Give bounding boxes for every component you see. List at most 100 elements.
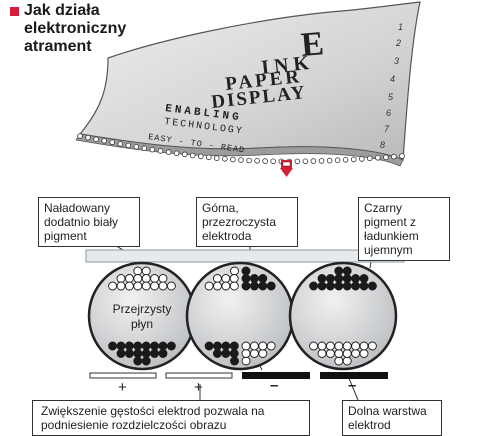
white-pigment-particle: [141, 266, 151, 276]
spiral-ring: [326, 157, 333, 164]
spiral-ring: [117, 141, 124, 147]
black-pigment-particle: [342, 274, 352, 283]
black-pigment-particle: [266, 281, 276, 291]
black-pigment-particle: [229, 349, 239, 358]
black-pigment-particle: [124, 341, 134, 351]
black-pigment-particle: [334, 281, 344, 291]
sheet-letter-e: E: [299, 25, 325, 64]
bottom-electrodes: [89, 372, 388, 379]
white-pigment-particle: [116, 281, 126, 291]
white-pigment-particle: [258, 349, 268, 358]
bottom-electrode-2: [165, 372, 233, 379]
white-pigment-particle: [325, 349, 335, 358]
fluid-label-line2: płyn: [131, 317, 153, 331]
spiral-ring: [399, 153, 405, 159]
spiral-ring: [181, 151, 188, 158]
white-pigment-particle: [213, 281, 222, 291]
electrode-sign-4: –: [348, 377, 356, 394]
black-pigment-particle: [342, 281, 352, 291]
black-pigment-particle: [204, 341, 214, 351]
white-pigment-particle: [150, 274, 160, 283]
spiral-ring: [246, 157, 252, 164]
label-bottom-electrode: Dolna warstwa elektrod: [342, 400, 442, 436]
black-pigment-particle: [241, 274, 251, 283]
black-pigment-particle: [141, 356, 151, 366]
black-pigment-particle: [133, 356, 143, 366]
sheet-number: 3: [394, 56, 399, 66]
spiral-ring: [109, 139, 115, 146]
sheet-number: 4: [390, 74, 395, 84]
spiral-ring: [238, 157, 244, 163]
black-pigment-particle: [351, 281, 361, 291]
white-pigment-particle: [141, 274, 151, 283]
white-pigment-particle: [229, 281, 239, 291]
spiral-ring: [149, 146, 156, 153]
label-white-pigment: Naładowany dodatnio biały pigment: [38, 197, 140, 247]
black-pigment-particle: [133, 349, 143, 358]
spiral-ring: [310, 158, 317, 164]
black-pigment-particle: [133, 341, 143, 351]
black-pigment-particle: [325, 281, 335, 291]
bottom-electrode-1: [89, 372, 157, 379]
spiral-ring: [157, 148, 164, 154]
white-pigment-particle: [249, 341, 259, 351]
white-pigment-particle: [334, 349, 344, 358]
white-pigment-particle: [249, 349, 259, 358]
title-accent-square: [10, 7, 19, 16]
white-pigment-particle: [221, 274, 231, 283]
black-pigment-particle: [342, 266, 352, 276]
spiral-ring: [358, 156, 365, 162]
spiral-ring: [93, 136, 99, 143]
white-pigment-particle: [309, 341, 319, 351]
white-pigment-particle: [266, 341, 276, 351]
white-pigment-particle: [241, 356, 251, 366]
black-pigment-particle: [258, 281, 268, 291]
white-pigment-particle: [133, 266, 143, 276]
spiral-ring: [383, 154, 389, 161]
capsule-mixed: [185, 261, 295, 371]
black-pigment-particle: [213, 341, 222, 351]
white-pigment-particle: [158, 281, 168, 291]
white-pigment-particle: [230, 266, 239, 276]
label-black-pigment: Czarny pigment z ładunkiem ujemnym: [358, 197, 450, 261]
sheet-number: 2: [395, 38, 401, 48]
white-pigment-particle: [351, 349, 361, 358]
spiral-ring: [262, 158, 268, 164]
white-pigment-particle: [221, 281, 231, 291]
black-pigment-particle: [124, 349, 134, 358]
white-pigment-particle: [317, 349, 327, 358]
white-pigment-particle: [334, 356, 344, 366]
black-pigment-particle: [359, 281, 369, 291]
label-top-electrode: Górna, przezroczysta elektroda: [196, 197, 298, 247]
white-pigment-particle: [141, 281, 151, 291]
sheet-number: 5: [388, 92, 394, 102]
microcapsules: [87, 261, 398, 371]
spiral-ring: [77, 133, 83, 139]
label-electrode-density: Zwiększenie gęstości elektrod pozwala na…: [32, 400, 310, 436]
page-title: Jak działa elektroniczny atrament: [24, 2, 127, 55]
black-pigment-particle: [116, 349, 126, 358]
bottom-electrode-3: [242, 372, 310, 379]
sheet-number: 7: [384, 124, 390, 134]
white-pigment-particle: [258, 341, 268, 351]
spiral-ring: [294, 158, 301, 165]
sheet-number: 6: [386, 108, 391, 118]
white-pigment-particle: [241, 341, 251, 351]
electrode-sign-2: +: [194, 379, 203, 396]
spiral-ring: [165, 149, 172, 155]
capsule-white-up: [87, 261, 197, 371]
black-pigment-particle: [334, 274, 344, 283]
white-pigment-particle: [108, 281, 118, 291]
spiral-ring: [141, 145, 148, 152]
paper-sheet: [75, 1, 421, 167]
white-pigment-particle: [124, 274, 134, 283]
white-pigment-particle: [351, 341, 361, 351]
spiral-ring: [101, 138, 107, 144]
black-pigment-particle: [325, 274, 335, 283]
spiral-ring: [214, 155, 220, 161]
white-pigment-particle: [166, 281, 176, 291]
bottom-electrode-4: [320, 372, 388, 379]
black-pigment-particle: [166, 341, 176, 351]
spiral-ring: [375, 155, 381, 161]
black-pigment-particle: [241, 266, 251, 276]
